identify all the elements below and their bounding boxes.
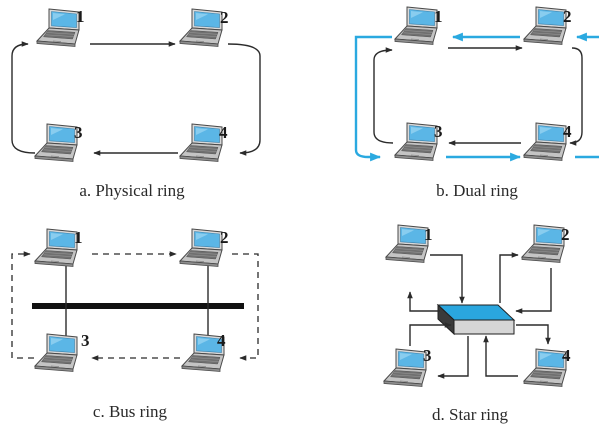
laptop-icon <box>179 228 223 267</box>
primary-link-2-to-4 <box>569 47 583 146</box>
spoke-hub-to-2 <box>499 252 519 303</box>
star-ring-panel: 1 2 3 4 d. Star ring <box>383 224 571 424</box>
laptop-icon <box>36 8 80 47</box>
node-label-2: 2 <box>220 228 229 247</box>
node-label-3: 3 <box>74 123 83 142</box>
laptop-icon <box>521 224 565 263</box>
spoke-hub-to-1 <box>407 291 440 312</box>
node-label-1: 1 <box>434 7 443 26</box>
caption-physical-ring: a. Physical ring <box>79 181 185 200</box>
node-label-2: 2 <box>220 8 229 27</box>
dual-ring-panel: 1 2 3 4 b. Dual ring <box>354 6 599 200</box>
spoke-1-to-hub <box>430 254 465 304</box>
link-2-to-4 <box>227 43 261 156</box>
spoke-hub-to-4 <box>516 324 551 345</box>
laptop-icon <box>34 123 78 162</box>
spoke-2-to-hub <box>515 268 552 314</box>
node-label-2: 2 <box>561 225 570 244</box>
node-label-1: 1 <box>424 225 433 244</box>
caption-dual-ring: b. Dual ring <box>436 181 518 200</box>
node-label-4: 4 <box>219 123 228 142</box>
node-label-2: 2 <box>563 7 572 26</box>
hub-icon <box>436 303 516 336</box>
caption-star-ring: d. Star ring <box>432 405 509 424</box>
node-label-4: 4 <box>562 346 571 365</box>
laptop-icon <box>179 123 223 162</box>
link-3-to-1 <box>11 41 36 154</box>
spoke-3-to-hub <box>409 322 452 346</box>
bus-ring-panel: 1 2 3 4 c. Bus ring <box>11 228 259 421</box>
laptop-icon <box>34 228 78 267</box>
laptop-icon <box>383 348 427 387</box>
physical-ring-panel: 1 2 3 4 a. Physical ring <box>11 7 261 200</box>
laptop-icon <box>34 333 78 372</box>
node-label-1: 1 <box>76 7 85 26</box>
node-label-4: 4 <box>217 331 226 350</box>
laptop-icon <box>179 8 223 47</box>
laptop-icon <box>394 122 438 161</box>
node-label-4: 4 <box>563 122 572 141</box>
node-label-1: 1 <box>74 228 83 247</box>
laptop-icon <box>523 6 567 45</box>
spoke-4-to-hub <box>483 335 518 377</box>
laptop-icon <box>523 348 567 387</box>
secondary-link-1-to-3 <box>354 35 392 162</box>
logical-link-2-to-4 <box>232 253 259 361</box>
spoke-hub-to-3 <box>437 336 469 379</box>
caption-bus-ring: c. Bus ring <box>93 402 168 421</box>
primary-link-3-to-1 <box>373 47 394 144</box>
laptop-icon <box>523 122 567 161</box>
laptop-icon <box>394 6 438 45</box>
node-label-3: 3 <box>423 346 432 365</box>
node-label-3: 3 <box>81 331 90 350</box>
logical-link-3-to-1 <box>11 251 34 359</box>
node-label-3: 3 <box>434 122 443 141</box>
laptop-icon <box>385 224 429 263</box>
